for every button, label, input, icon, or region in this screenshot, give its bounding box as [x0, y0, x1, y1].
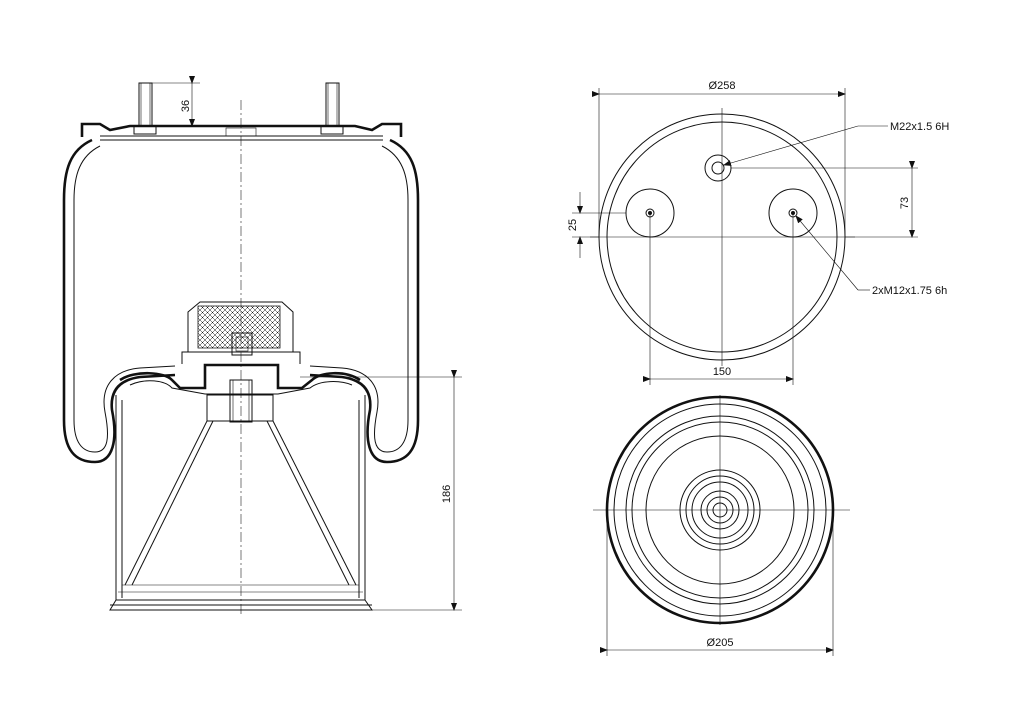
dim-top-diameter-label: Ø258: [709, 80, 736, 92]
callout-stud-thread-label: 2xM12x1.75 6h: [872, 285, 947, 297]
dim-top-diameter: Ø258: [592, 80, 846, 237]
bumper: [187, 301, 294, 356]
piston-top-plate: [119, 351, 361, 395]
dim-bottom-diameter-label: Ø205: [707, 637, 734, 649]
dim-stud-height: 36: [152, 76, 200, 127]
dim-center-offset: 73: [731, 161, 918, 238]
side-section-view: 36: [62, 76, 462, 615]
dim-bottom-diameter: Ø205: [600, 510, 834, 656]
callout-stud-thread: 2xM12x1.75 6h: [795, 215, 947, 297]
center-nut: [206, 379, 274, 423]
callout-center-thread-label: M22x1.5 6H: [890, 121, 949, 133]
dim-stud-spacing: 150: [643, 213, 794, 385]
top-view: Ø258 150 73 25 M22x1.5 6H: [567, 80, 949, 385]
rubber-bellows: [62, 138, 420, 464]
dim-piston-height: 186: [300, 370, 462, 611]
dim-center-offset-label: 73: [899, 197, 911, 209]
center-air-port: [704, 154, 732, 182]
callout-center-thread: M22x1.5 6H: [723, 121, 949, 166]
dim-stud-height-label: 36: [180, 100, 192, 112]
bottom-view: Ø205: [593, 395, 850, 656]
piston-body: [109, 395, 373, 611]
dim-stud-offset-label: 25: [567, 219, 579, 231]
dim-stud-spacing-label: 150: [713, 366, 731, 378]
bead-plate: [80, 122, 403, 141]
mounting-stud-right: [320, 82, 344, 135]
dim-stud-offset: 25: [567, 192, 626, 258]
mounting-stud-left: [133, 82, 157, 135]
dim-piston-height-label: 186: [441, 485, 453, 503]
